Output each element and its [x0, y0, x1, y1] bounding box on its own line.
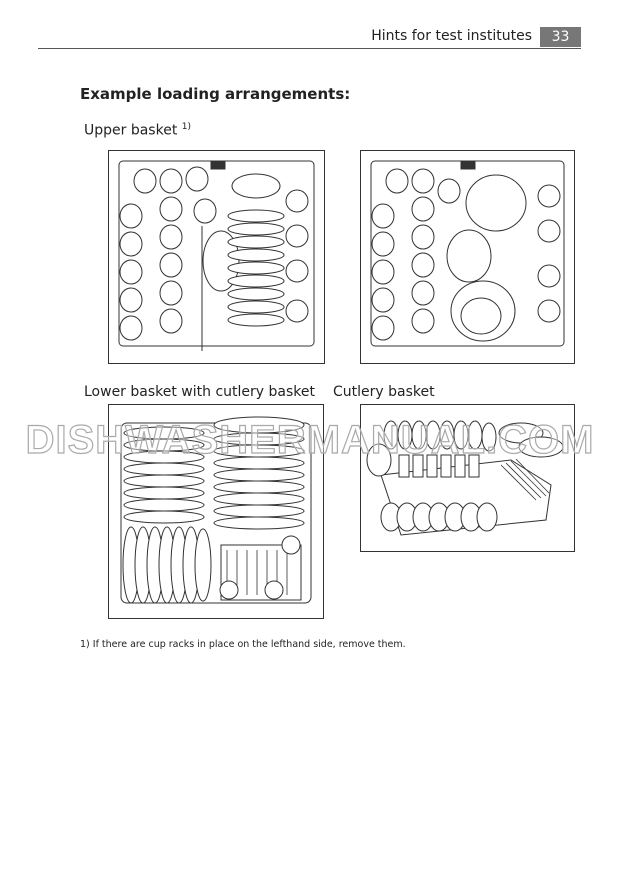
page-number: 33: [540, 27, 581, 47]
header-divider: [38, 48, 581, 49]
lower-basket-illustration: [108, 404, 324, 619]
upper-basket-illustration-2: [360, 150, 575, 364]
cutlery-basket-label: Cutlery basket: [333, 384, 435, 400]
footnote: 1) If there are cup racks in place on th…: [80, 639, 406, 650]
upper-basket-illustration-1: [108, 150, 325, 364]
page-heading: Example loading arrangements:: [80, 85, 351, 103]
upper-basket-label-text: Upper basket: [84, 122, 178, 139]
watermark: DISHWASHERMANUAL.COM: [25, 417, 595, 462]
footnote-ref: 1): [181, 122, 192, 132]
lower-basket-label: Lower basket with cutlery basket: [84, 384, 315, 400]
cutlery-basket-illustration: [360, 404, 575, 552]
section-title: Hints for test institutes: [371, 28, 532, 44]
upper-basket-label: Upper basket 1): [84, 122, 191, 139]
